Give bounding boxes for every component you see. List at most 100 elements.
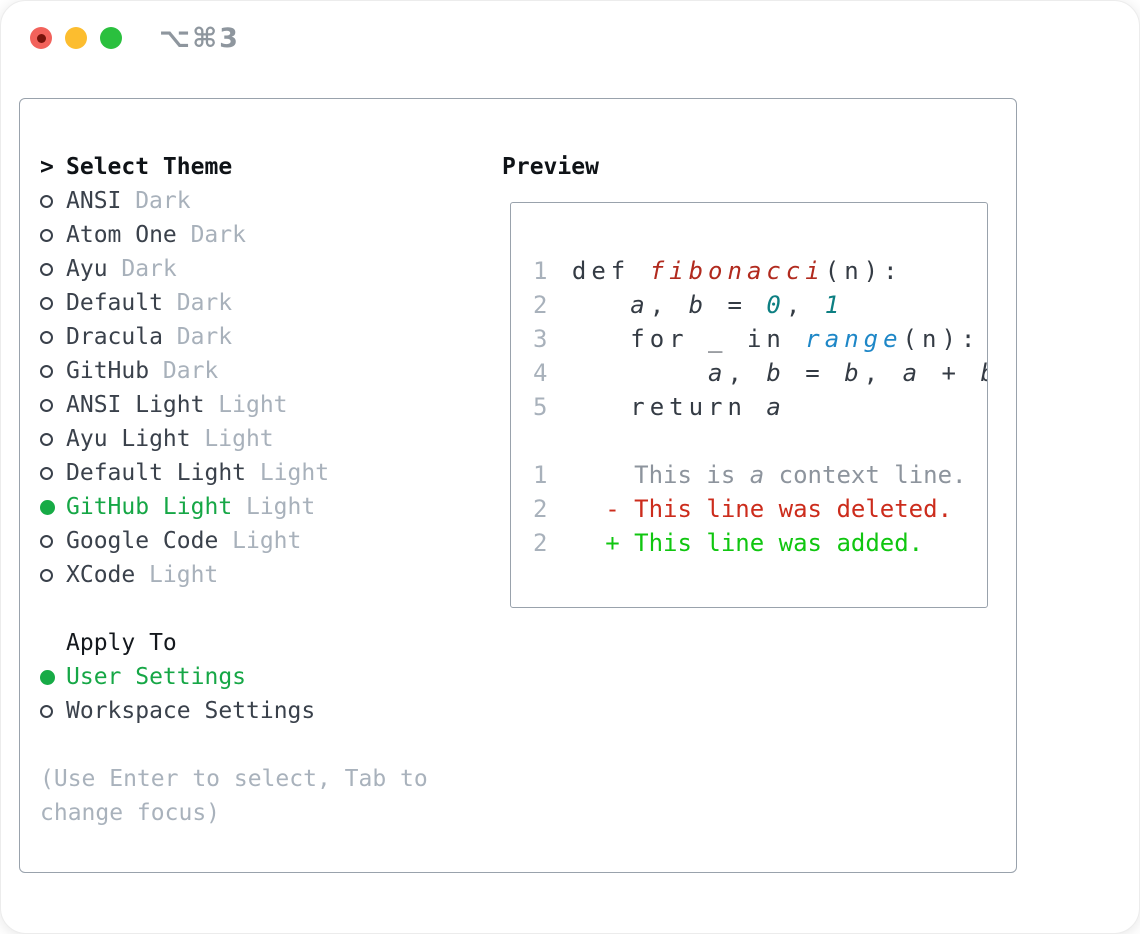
radio-slot xyxy=(40,466,66,480)
code-segment: - This line was deleted. xyxy=(605,495,953,523)
radio-slot xyxy=(40,534,66,548)
code-segment: , xyxy=(649,291,689,319)
hint-text: (Use Enter to select, Tab to change focu… xyxy=(40,766,428,826)
theme-item-label: GitHub Light xyxy=(66,494,233,520)
radio-slot xyxy=(40,330,66,344)
spacer xyxy=(40,592,485,626)
radio-slot xyxy=(40,398,66,412)
radio-icon xyxy=(40,432,53,446)
blank-line xyxy=(533,424,987,458)
code-segment: context line. xyxy=(764,461,967,489)
preview-title: Preview xyxy=(502,154,599,180)
code-line: 1 def fibonacci(n): xyxy=(533,254,987,288)
radio-icon xyxy=(40,262,53,276)
code-segment: 1 xyxy=(824,291,845,319)
code-segment: a xyxy=(708,359,728,387)
radio-icon xyxy=(40,704,53,718)
radio-slot xyxy=(40,432,66,446)
code-segment: for _ in xyxy=(552,325,806,353)
theme-item-label: XCode xyxy=(66,562,136,588)
radio-slot xyxy=(40,364,66,378)
select-theme-title: Select Theme xyxy=(66,154,233,180)
code-segment xyxy=(547,495,605,523)
radio-slot xyxy=(40,194,66,208)
code-segment: 3 xyxy=(533,325,553,353)
diff-line: 2 + This line was added. xyxy=(533,526,987,560)
code-segment xyxy=(552,359,708,387)
theme-variant-label: Light xyxy=(149,562,219,588)
radio-slot xyxy=(40,228,66,242)
radio-icon xyxy=(40,364,53,378)
close-button[interactable] xyxy=(30,27,52,49)
apply-to-item[interactable]: User Settings xyxy=(40,660,485,694)
code-line: 3 for _ in range(n): xyxy=(533,322,987,356)
code-segment: 2 xyxy=(533,291,553,319)
radio-selected-icon xyxy=(40,499,55,515)
code-segment: range xyxy=(805,325,903,353)
theme-item-label: Default Light xyxy=(66,460,247,486)
code-segment: a xyxy=(902,359,923,387)
maximize-button[interactable] xyxy=(100,27,122,49)
theme-item[interactable]: Dracula Dark xyxy=(40,320,485,354)
select-theme-header: > Select Theme xyxy=(40,150,485,184)
radio-selected-icon xyxy=(40,669,55,685)
diff-sample: 1 This is a context line. 2 - This line w… xyxy=(533,458,987,560)
code-segment: b xyxy=(766,359,786,387)
theme-variant-label: Light xyxy=(245,494,316,520)
spacer xyxy=(40,728,485,762)
theme-item-label: Ayu Light xyxy=(66,426,191,452)
code-segment: (n): xyxy=(824,257,903,285)
radio-icon xyxy=(40,568,53,582)
code-line: 2 a, b = 0, 1 xyxy=(533,288,987,322)
code-segment: b xyxy=(980,359,987,387)
theme-item-label: Default xyxy=(66,290,163,316)
minimize-button[interactable] xyxy=(65,27,87,49)
code-segment: 4 xyxy=(533,359,553,387)
theme-item[interactable]: GitHub Light Light xyxy=(40,490,485,524)
code-segment: return xyxy=(552,393,767,421)
code-segment: , xyxy=(785,291,825,319)
radio-slot xyxy=(40,296,66,310)
theme-variant-label: Dark xyxy=(176,324,233,350)
code-segment: b xyxy=(844,359,864,387)
apply-to-item-label: User Settings xyxy=(66,664,247,690)
theme-variant-label: Dark xyxy=(135,188,191,214)
code-segment: def xyxy=(552,257,650,285)
titlebar: ⌥⌘3 xyxy=(1,1,1139,75)
code-segment: 0 xyxy=(766,291,786,319)
radio-slot xyxy=(40,499,66,515)
code-segment: + This line was added. xyxy=(605,529,924,557)
code-segment: 2 xyxy=(533,529,548,557)
theme-item-label: ANSI Light xyxy=(66,392,205,418)
code-segment: a xyxy=(766,393,786,421)
theme-item-label: GitHub xyxy=(66,358,150,384)
code-segment: = xyxy=(785,359,845,387)
apply-to-item[interactable]: Workspace Settings xyxy=(40,694,485,728)
radio-icon xyxy=(40,466,53,480)
code-segment: + xyxy=(922,359,981,387)
code-segment: a xyxy=(749,461,765,489)
theme-item-label: Atom One xyxy=(66,222,177,248)
radio-icon xyxy=(40,534,53,548)
diff-line: 1 This is a context line. xyxy=(533,458,987,492)
theme-item[interactable]: XCode Light xyxy=(40,558,485,592)
code-segment: 5 xyxy=(533,393,553,421)
code-segment: , xyxy=(727,359,767,387)
radio-icon xyxy=(40,398,53,412)
apply-to-item-label: Workspace Settings xyxy=(66,698,316,724)
close-dot-icon xyxy=(36,33,46,43)
apply-to-title: Apply To xyxy=(66,630,177,656)
theme-item-label: Dracula xyxy=(66,324,163,350)
